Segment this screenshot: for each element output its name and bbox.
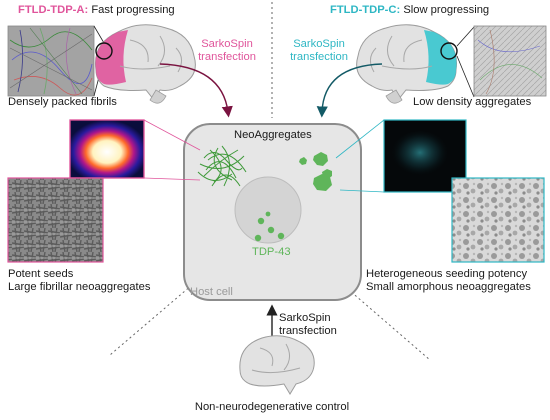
right-title: FTLD-TDP-C: Slow progressing <box>330 4 489 17</box>
right-seed-summary: Heterogeneous seeding potency Small amor… <box>366 268 531 293</box>
tdp43-dot-3 <box>277 232 285 240</box>
right-aggregate-image <box>473 25 547 97</box>
right-aggregate-caption: Low density aggregates <box>413 96 532 108</box>
left-tem-image <box>7 177 104 263</box>
left-seed-summary: Potent seeds Large fibrillar neoaggregat… <box>8 268 151 293</box>
left-transfection-arrow <box>159 63 233 118</box>
left-lens-connector-top <box>93 25 105 44</box>
right-tem-image <box>451 177 545 263</box>
bottom-transfection-label: SarkoSpin transfection <box>279 312 337 337</box>
left-inset-connector-bottom <box>143 177 201 181</box>
right-lens-connector-bottom <box>456 55 475 98</box>
left-fibril-caption: Densely packed fibrils <box>8 96 117 108</box>
left-progression: Fast progressing <box>91 4 175 16</box>
tdp43-dot-1 <box>257 217 265 225</box>
control-brain <box>239 335 315 395</box>
left-inset-connector-top <box>143 119 201 151</box>
left-subtype: FTLD-TDP-A: <box>18 4 89 16</box>
right-lens-connector-top <box>456 26 475 47</box>
left-title: FTLD-TDP-A: Fast progressing <box>18 4 175 17</box>
tdp43-label: TDP-43 <box>252 246 291 258</box>
amorphous-neoaggregates <box>299 152 332 191</box>
tdp43-dot-2 <box>267 226 275 234</box>
host-cell-label: Host cell <box>190 286 233 298</box>
tdp43-dot-4 <box>254 234 262 242</box>
left-transfection-label: SarkoSpin transfection <box>198 38 256 63</box>
neoaggregates-label: NeoAggregates <box>234 129 312 141</box>
right-transfection-label: SarkoSpin transfection <box>290 38 348 63</box>
right-brain <box>356 24 458 104</box>
tdp43-dot-5 <box>265 211 271 217</box>
right-progression: Slow progressing <box>403 4 490 16</box>
right-subtype: FTLD-TDP-C: <box>330 4 401 16</box>
left-fluorescence-image <box>69 119 145 179</box>
left-brain <box>94 24 196 104</box>
fibrillar-neoaggregate <box>197 145 247 187</box>
nucleus <box>234 176 302 244</box>
control-label: Non-neurodegenerative control <box>194 401 350 413</box>
right-transfection-arrow <box>316 63 383 118</box>
right-inset-connector-bottom <box>339 189 385 193</box>
right-inset-connector-top <box>335 119 385 159</box>
left-fibril-image <box>7 25 95 97</box>
